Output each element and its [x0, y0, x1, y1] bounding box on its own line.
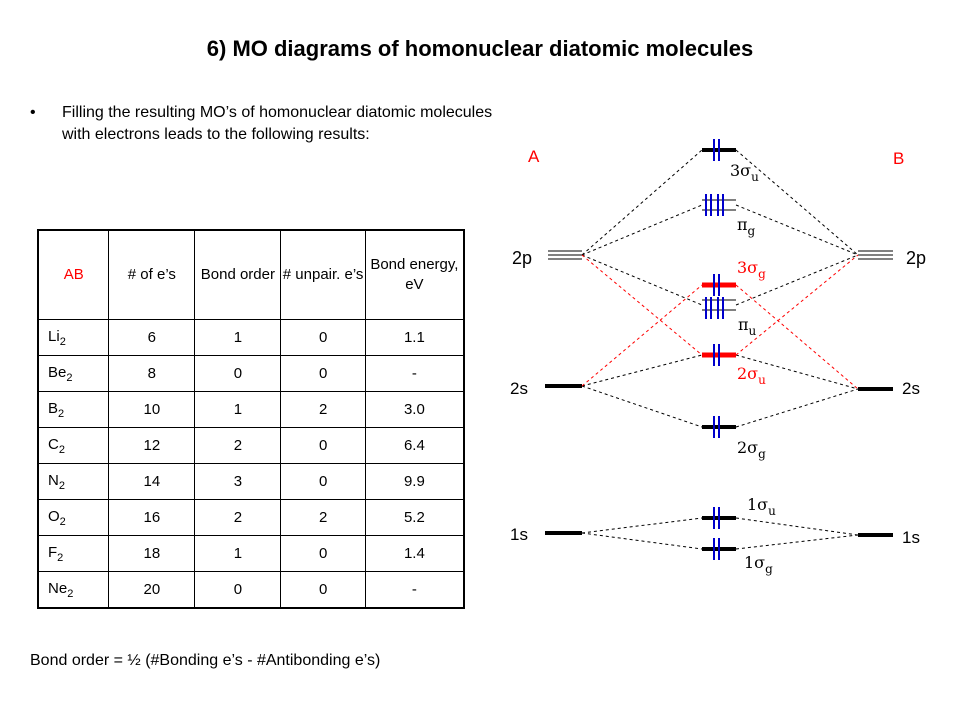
ao-label-1s-right: 1s [902, 528, 920, 547]
bullet-text: Filling the resulting MO’s of homonuclea… [62, 104, 493, 143]
bond-order-formula: Bond order = ½ (#Bonding e’s - #Antibond… [30, 652, 381, 669]
diagram-labels: A B 2p 2p 2s 2s 1s 1s 3σu πg 3σg πu 2σu 2σg 1σu 1σg [510, 147, 926, 576]
ao-label-2s-left: 2s [510, 379, 528, 398]
mo-label: 3σg [737, 258, 766, 281]
unpaired-cell: 0 [280, 535, 366, 572]
unpaired-cell: 0 [280, 355, 366, 392]
header-bond-energy: Bond energy, eV [364, 229, 465, 320]
electrons-cell: 18 [108, 535, 196, 572]
header-unpaired: # unpair. e’s [280, 229, 366, 320]
bond-order-cell: 0 [194, 355, 282, 392]
atom-label-a: A [528, 147, 540, 166]
molecule-subscript: 2 [58, 479, 65, 492]
correlation-line [581, 517, 703, 534]
ao-label-2s-right: 2s [902, 379, 920, 398]
table-header-row: AB # of e’s Bond order # unpair. e’s Bon… [37, 229, 465, 320]
mo-label: 1σg [744, 553, 773, 576]
electrons-cell: 12 [108, 427, 196, 464]
header-bond-order: Bond order [194, 229, 282, 320]
molecule-subscript: 2 [58, 407, 65, 420]
electrons-cell: 20 [108, 571, 196, 609]
molecule-cell: Ne2 [37, 571, 110, 609]
correlation-line [581, 532, 703, 550]
molecule-cell: O2 [37, 499, 110, 536]
bond-energy-cell: 1.4 [364, 535, 465, 572]
correlation-line [581, 254, 703, 306]
bond-energy-cell: - [364, 355, 465, 392]
molecule-symbol: N [48, 471, 59, 489]
bond-order-cell: 1 [194, 535, 282, 572]
molecule-subscript: 2 [59, 335, 66, 348]
unpaired-cell: 0 [280, 463, 366, 500]
molecule-symbol: Ne [48, 579, 68, 597]
correlation-line [581, 204, 703, 256]
bond-energy-cell: - [364, 571, 465, 609]
mo-label: 1σu [747, 495, 776, 518]
mo-label: πu [738, 315, 757, 338]
mo-label: πg [737, 215, 756, 238]
header-ab: AB [37, 229, 110, 320]
bond-order-cell: 2 [194, 427, 282, 464]
molecule-symbol: Be [48, 363, 67, 381]
energy-levels [545, 139, 893, 560]
correlation-line [581, 284, 703, 387]
molecule-subscript: 2 [59, 515, 66, 528]
molecule-cell: C2 [37, 427, 110, 464]
ao-label-2p-left: 2p [512, 248, 532, 268]
correlation-line [735, 254, 859, 306]
mo-label: 3σu [730, 161, 759, 184]
molecule-symbol: B [48, 399, 59, 417]
molecule-subscript: 2 [57, 551, 64, 564]
correlation-lines [581, 149, 859, 550]
correlation-line [735, 254, 859, 356]
correlation-line [735, 534, 859, 550]
ao-label-2p-right: 2p [906, 248, 926, 268]
bond-table: AB # of e’s Bond order # unpair. e’s Bon… [37, 229, 465, 609]
page-title: 6) MO diagrams of homonuclear diatomic m… [206, 36, 754, 61]
electrons-cell: 8 [108, 355, 196, 392]
correlation-line [735, 388, 859, 428]
molecule-subscript: 2 [67, 587, 74, 600]
bond-order-cell: 1 [194, 391, 282, 428]
atom-label-b: B [893, 149, 904, 168]
correlation-line [581, 385, 703, 428]
correlation-line [735, 517, 859, 536]
correlation-line [581, 254, 703, 356]
ao-label-1s-left: 1s [510, 525, 528, 544]
bond-order-cell: 1 [194, 319, 282, 356]
molecule-cell: Li2 [37, 319, 110, 356]
molecule-symbol: Li [48, 327, 60, 345]
bullet-symbol: • [30, 104, 36, 121]
molecule-symbol: F [48, 543, 58, 561]
unpaired-cell: 0 [280, 571, 366, 609]
correlation-line [735, 204, 859, 256]
bond-energy-cell: 6.4 [364, 427, 465, 464]
correlation-line [735, 284, 859, 390]
mo-label: 2σu [737, 364, 766, 387]
correlation-line [581, 354, 703, 387]
molecule-subscript: 2 [58, 443, 65, 456]
correlation-line [735, 149, 859, 256]
correlation-line [581, 149, 703, 256]
unpaired-cell: 2 [280, 499, 366, 536]
electrons-cell: 6 [108, 319, 196, 356]
unpaired-cell: 0 [280, 319, 366, 356]
bond-energy-cell: 9.9 [364, 463, 465, 500]
mo-label: 2σg [737, 438, 766, 461]
molecule-symbol: C [48, 435, 59, 453]
molecule-subscript: 2 [66, 371, 73, 384]
molecule-symbol: O [48, 507, 60, 525]
molecule-cell: F2 [37, 535, 110, 572]
